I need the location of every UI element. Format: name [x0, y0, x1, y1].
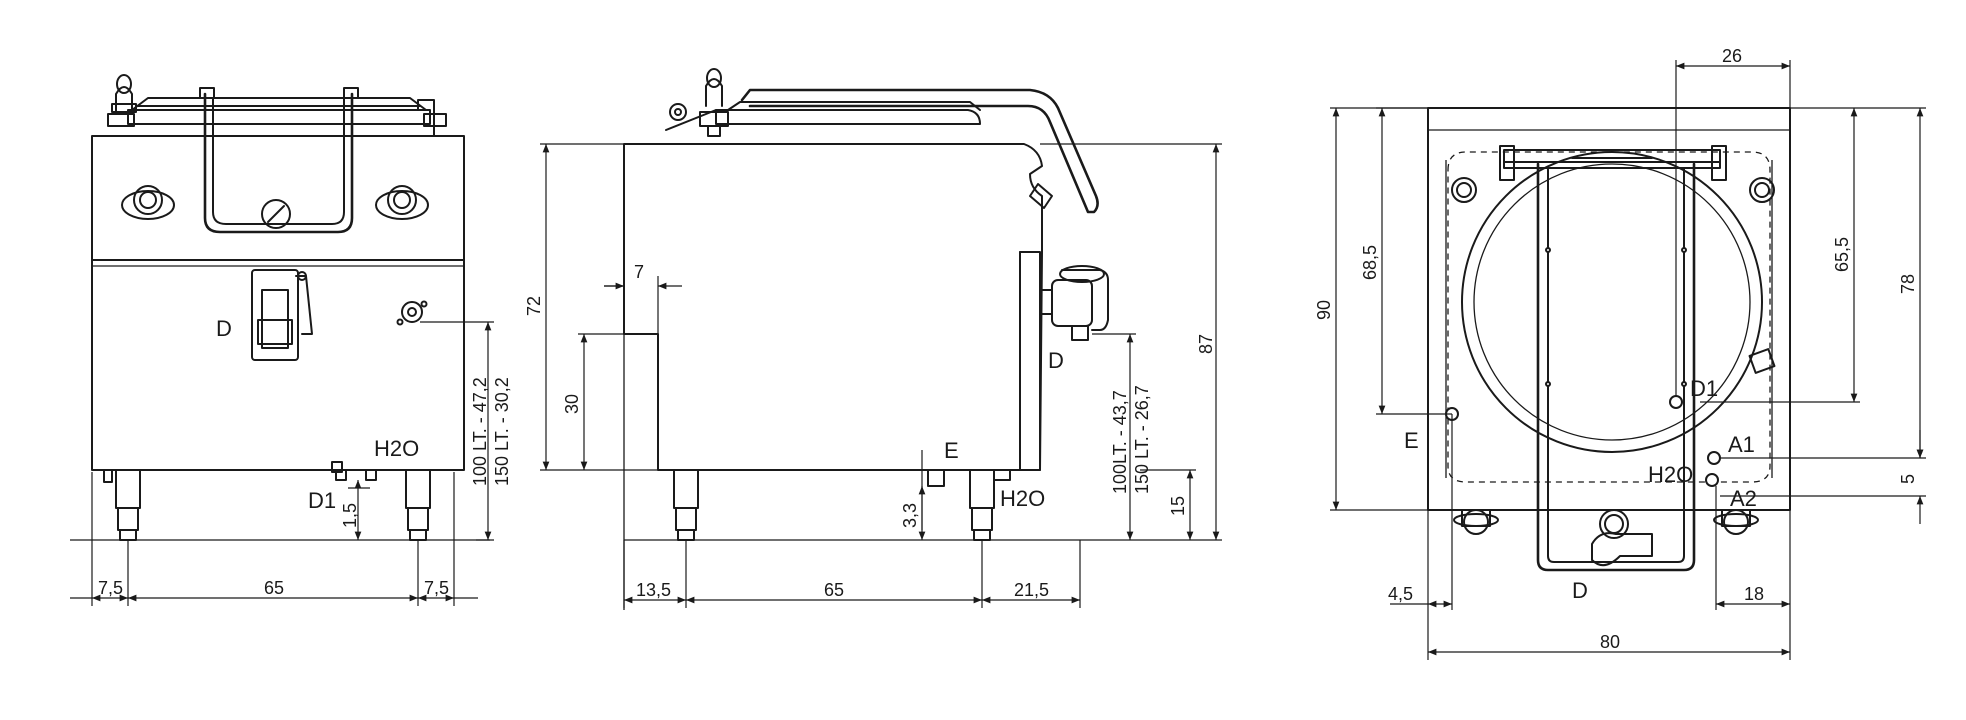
front-drain-tap [251, 269, 313, 361]
front-lid [107, 74, 447, 137]
top-handle [1499, 145, 1727, 572]
top-bowl [1461, 151, 1776, 453]
top-dim-45: 4,5 [1388, 584, 1413, 604]
top-label-d1: D1 [1690, 376, 1718, 401]
top-view: 26 90 68,5 65,5 78 5 4,5 18 80 D1 E A1 H… [1314, 46, 1926, 660]
top-dim-26: 26 [1722, 46, 1742, 66]
front-water-inlet [396, 300, 428, 326]
side-view: 7 72 30 87 3,3 100LT. - 43,7 150 LT. - 2… [524, 68, 1222, 610]
side-dim-d150: 150 LT. - 26,7 [1132, 385, 1152, 494]
side-label-h2o: H2O [1000, 486, 1045, 511]
front-gauge [261, 199, 291, 229]
front-dimensions [70, 321, 494, 606]
front-dim-h100: 100 LT. - 47,2 [470, 377, 490, 486]
front-handle [203, 92, 354, 234]
front-dim-h150: 150 LT. - 30,2 [492, 377, 512, 486]
front-dim-left: 7,5 [98, 578, 123, 598]
side-dim-step: 7 [634, 262, 644, 282]
front-label-d1: D1 [308, 488, 336, 513]
front-dim-width: 65 [264, 578, 284, 598]
front-label-h2o: H2O [374, 436, 419, 461]
top-dim-5: 5 [1898, 474, 1918, 484]
front-dim-d1: 1,5 [340, 503, 360, 528]
top-label-a2: A2 [1730, 486, 1757, 511]
top-point-h2o [1705, 473, 1719, 487]
side-dim-depth: 65 [824, 580, 844, 600]
side-legs [673, 469, 995, 541]
top-label-d: D [1572, 578, 1588, 603]
front-legs [115, 469, 431, 541]
side-dim-30: 30 [562, 394, 582, 414]
side-dimensions [540, 143, 1222, 608]
top-dim-90: 90 [1314, 300, 1334, 320]
top-label-h2o: H2O [1648, 462, 1693, 487]
top-point-d1 [1669, 395, 1683, 409]
side-dim-87: 87 [1196, 334, 1216, 354]
top-dim-65: 65,5 [1832, 237, 1852, 272]
side-label-d: D [1048, 348, 1064, 373]
front-label-d: D [216, 316, 232, 341]
front-upper-panel [91, 135, 465, 261]
front-lower-cabinet [91, 259, 465, 471]
side-dim-back: 13,5 [636, 580, 671, 600]
top-dim-80: 80 [1600, 632, 1620, 652]
top-label-a1: A1 [1728, 432, 1755, 457]
top-bottom-fittings [1453, 509, 1759, 567]
side-dim-front: 21,5 [1014, 580, 1049, 600]
front-left-knob [121, 185, 175, 220]
front-view: D H2O D1 7,5 65 7,5 1,5 100 LT. - 47,2 1… [70, 74, 512, 606]
side-dim-d100: 100LT. - 43,7 [1110, 390, 1130, 494]
top-dim-78: 78 [1898, 274, 1918, 294]
front-right-knob [375, 185, 429, 220]
side-dim-72: 72 [524, 296, 544, 316]
top-point-a1 [1707, 451, 1721, 465]
side-lid [665, 68, 1099, 214]
side-label-e: E [944, 438, 959, 463]
top-label-e: E [1404, 428, 1419, 453]
top-dim-68: 68,5 [1360, 245, 1380, 280]
side-dim-e: 3,3 [900, 503, 920, 528]
side-drain-tap [1039, 265, 1109, 341]
top-dim-18: 18 [1744, 584, 1764, 604]
side-body-outline [623, 143, 1043, 471]
front-dim-right: 7,5 [424, 578, 449, 598]
top-dimensions [1330, 60, 1926, 660]
side-dim-15: 15 [1168, 496, 1188, 516]
